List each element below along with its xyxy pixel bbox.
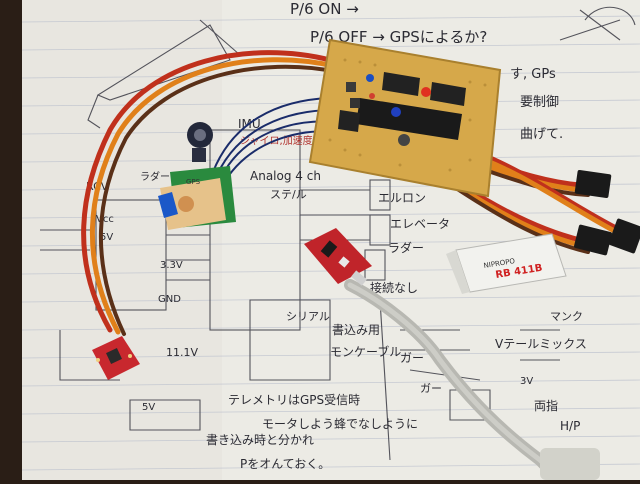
paper-shade	[22, 0, 222, 480]
note-5v-low: 5V	[142, 402, 155, 413]
rc-receiver: RB 411B NIPROPO	[446, 233, 567, 294]
note-no-connect: 接続なし	[370, 280, 418, 295]
note-both: 両指	[534, 398, 558, 413]
main-pcb	[308, 38, 502, 198]
note-rudder-2: ラダー	[388, 240, 424, 255]
note-right-2: 要制御	[520, 95, 559, 110]
note-rudder-1: ラダー	[140, 170, 170, 183]
imu-board	[92, 336, 140, 380]
led-indicator	[421, 87, 431, 97]
note-writer: 書込み用	[332, 323, 380, 337]
usb-cable-highlight	[347, 282, 563, 483]
note-gear: ガー	[400, 351, 424, 365]
note-top-1: P/6 ON →	[290, 0, 359, 18]
usb-serial-board	[304, 228, 372, 286]
note-hp: H/P	[560, 419, 580, 433]
note-top-2: P/6 OFF → GPSによるか?	[310, 28, 487, 46]
note-vcc: Vcc	[96, 214, 114, 225]
gps-module: GPS	[158, 166, 236, 230]
note-gear-2: ガー	[420, 382, 442, 395]
usb-plug	[540, 448, 600, 480]
note-elevator: エレベータ	[390, 217, 450, 231]
note-bottom-2: モータしよう蜂でなしように	[262, 417, 418, 431]
left-wire-bundle	[81, 50, 340, 336]
note-11v: 11.1V	[166, 346, 198, 359]
note-3v3: 3.3V	[160, 260, 183, 271]
note-bottom-3: 書き込み時と分かれ	[206, 433, 314, 447]
note-vtail: Vテールミックス	[495, 337, 587, 351]
note-serial: シリアル	[286, 310, 330, 323]
note-gnd: GND	[158, 294, 181, 305]
note-right-3: 曲げて.	[520, 127, 563, 142]
note-throttle: ステ/ル	[270, 188, 307, 201]
note-analog: Analog 4 ch	[250, 169, 321, 183]
wire-component	[366, 74, 374, 82]
note-bottom-4: Pをオんておく。	[240, 457, 330, 471]
note-3v: 3V	[520, 376, 533, 387]
note-bottom-1: テレメトリはGPS受信時	[228, 393, 360, 407]
note-right-1: す, GPs	[510, 67, 556, 82]
note-cable: モンケーブル	[330, 344, 401, 359]
servo-connectors	[574, 170, 640, 256]
note-5v: 5V	[100, 232, 113, 243]
note-manual: マンク	[550, 310, 583, 323]
note-aileron: エルロン	[378, 191, 426, 205]
handwritten-notes: P/6 ON → P/6 OFF → GPSによるか? す, GPs 要制御 曲…	[86, 0, 587, 471]
gps-label: GPS	[186, 178, 201, 186]
